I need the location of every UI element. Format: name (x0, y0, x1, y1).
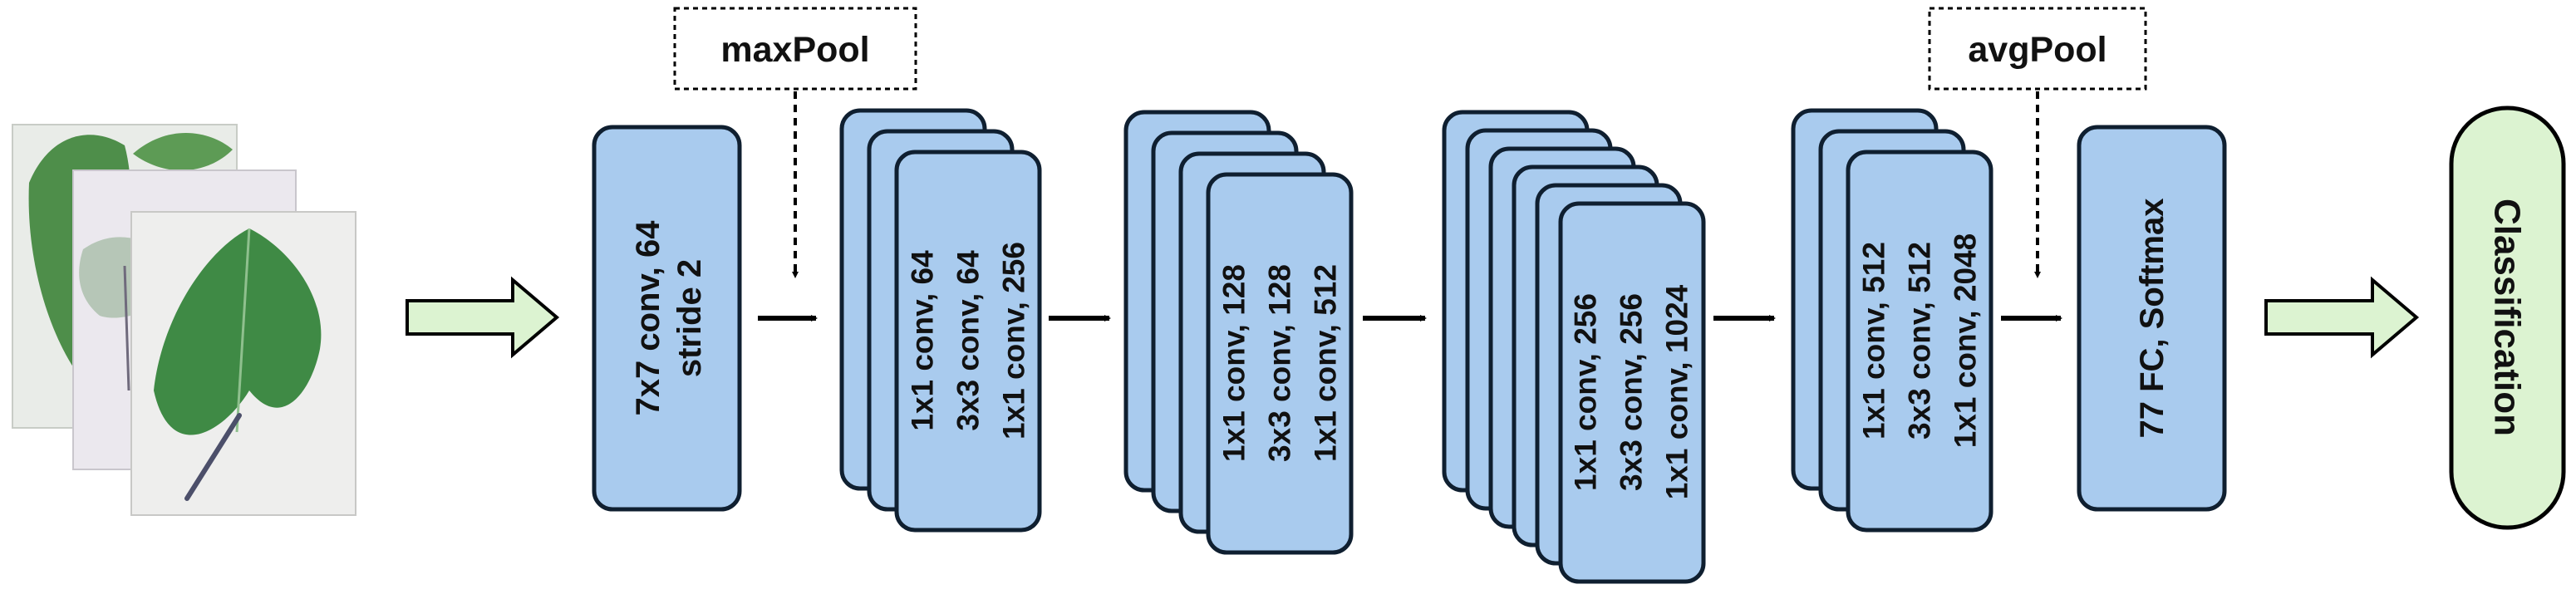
stage-conv3-line3: 1x1 conv, 512 (1309, 264, 1343, 462)
stage-conv5-line2: 3x3 conv, 512 (1903, 242, 1937, 439)
stage-conv2-line1: 1x1 conv, 64 (906, 250, 940, 431)
stem-label-line2: stride 2 (671, 259, 708, 377)
stage-conv5-line3: 1x1 conv, 2048 (1949, 233, 1983, 449)
leaf-photo-icon (130, 211, 356, 516)
stage-conv5-line1: 1x1 conv, 512 (1857, 242, 1891, 439)
stage-conv4-line2: 3x3 conv, 256 (1615, 293, 1649, 491)
stage-conv2: 1x1 conv, 64 3x3 conv, 64 1x1 conv, 256 (839, 108, 1042, 533)
maxpool-box: maxPool (673, 7, 917, 278)
fc-label: 77 FC, Softmax (2134, 199, 2170, 439)
fc-softmax-block: 77 FC, Softmax (2077, 125, 2227, 512)
stage-conv2-line3: 1x1 conv, 256 (997, 242, 1031, 439)
output-flow-arrow (2264, 276, 2420, 359)
input-images (12, 124, 356, 516)
avgpool-label: avgPool (1968, 30, 2107, 70)
avgpool-box: avgPool (1928, 7, 2147, 278)
input-flow-arrow (406, 276, 560, 359)
stem-conv-block: 7x7 conv, 64 stride 2 (592, 125, 742, 512)
stage-conv3: 1x1 conv, 128 3x3 conv, 128 1x1 conv, 51… (1123, 110, 1354, 555)
stage-conv3-line2: 3x3 conv, 128 (1263, 264, 1297, 462)
stage-conv4-line3: 1x1 conv, 1024 (1660, 284, 1694, 499)
classification-output: Classification (2449, 106, 2566, 530)
stage-conv5: 1x1 conv, 512 3x3 conv, 512 1x1 conv, 20… (1791, 108, 1993, 533)
stage-conv3-line1: 1x1 conv, 128 (1217, 264, 1251, 462)
stage-conv4: 1x1 conv, 256 3x3 conv, 256 1x1 conv, 10… (1442, 110, 1706, 584)
stage-conv2-line2: 3x3 conv, 64 (951, 250, 986, 431)
stage-conv4-line1: 1x1 conv, 256 (1569, 293, 1603, 491)
maxpool-label: maxPool (720, 30, 869, 70)
classification-label: Classification (2487, 199, 2528, 436)
stem-label-line1: 7x7 conv, 64 (630, 220, 666, 416)
